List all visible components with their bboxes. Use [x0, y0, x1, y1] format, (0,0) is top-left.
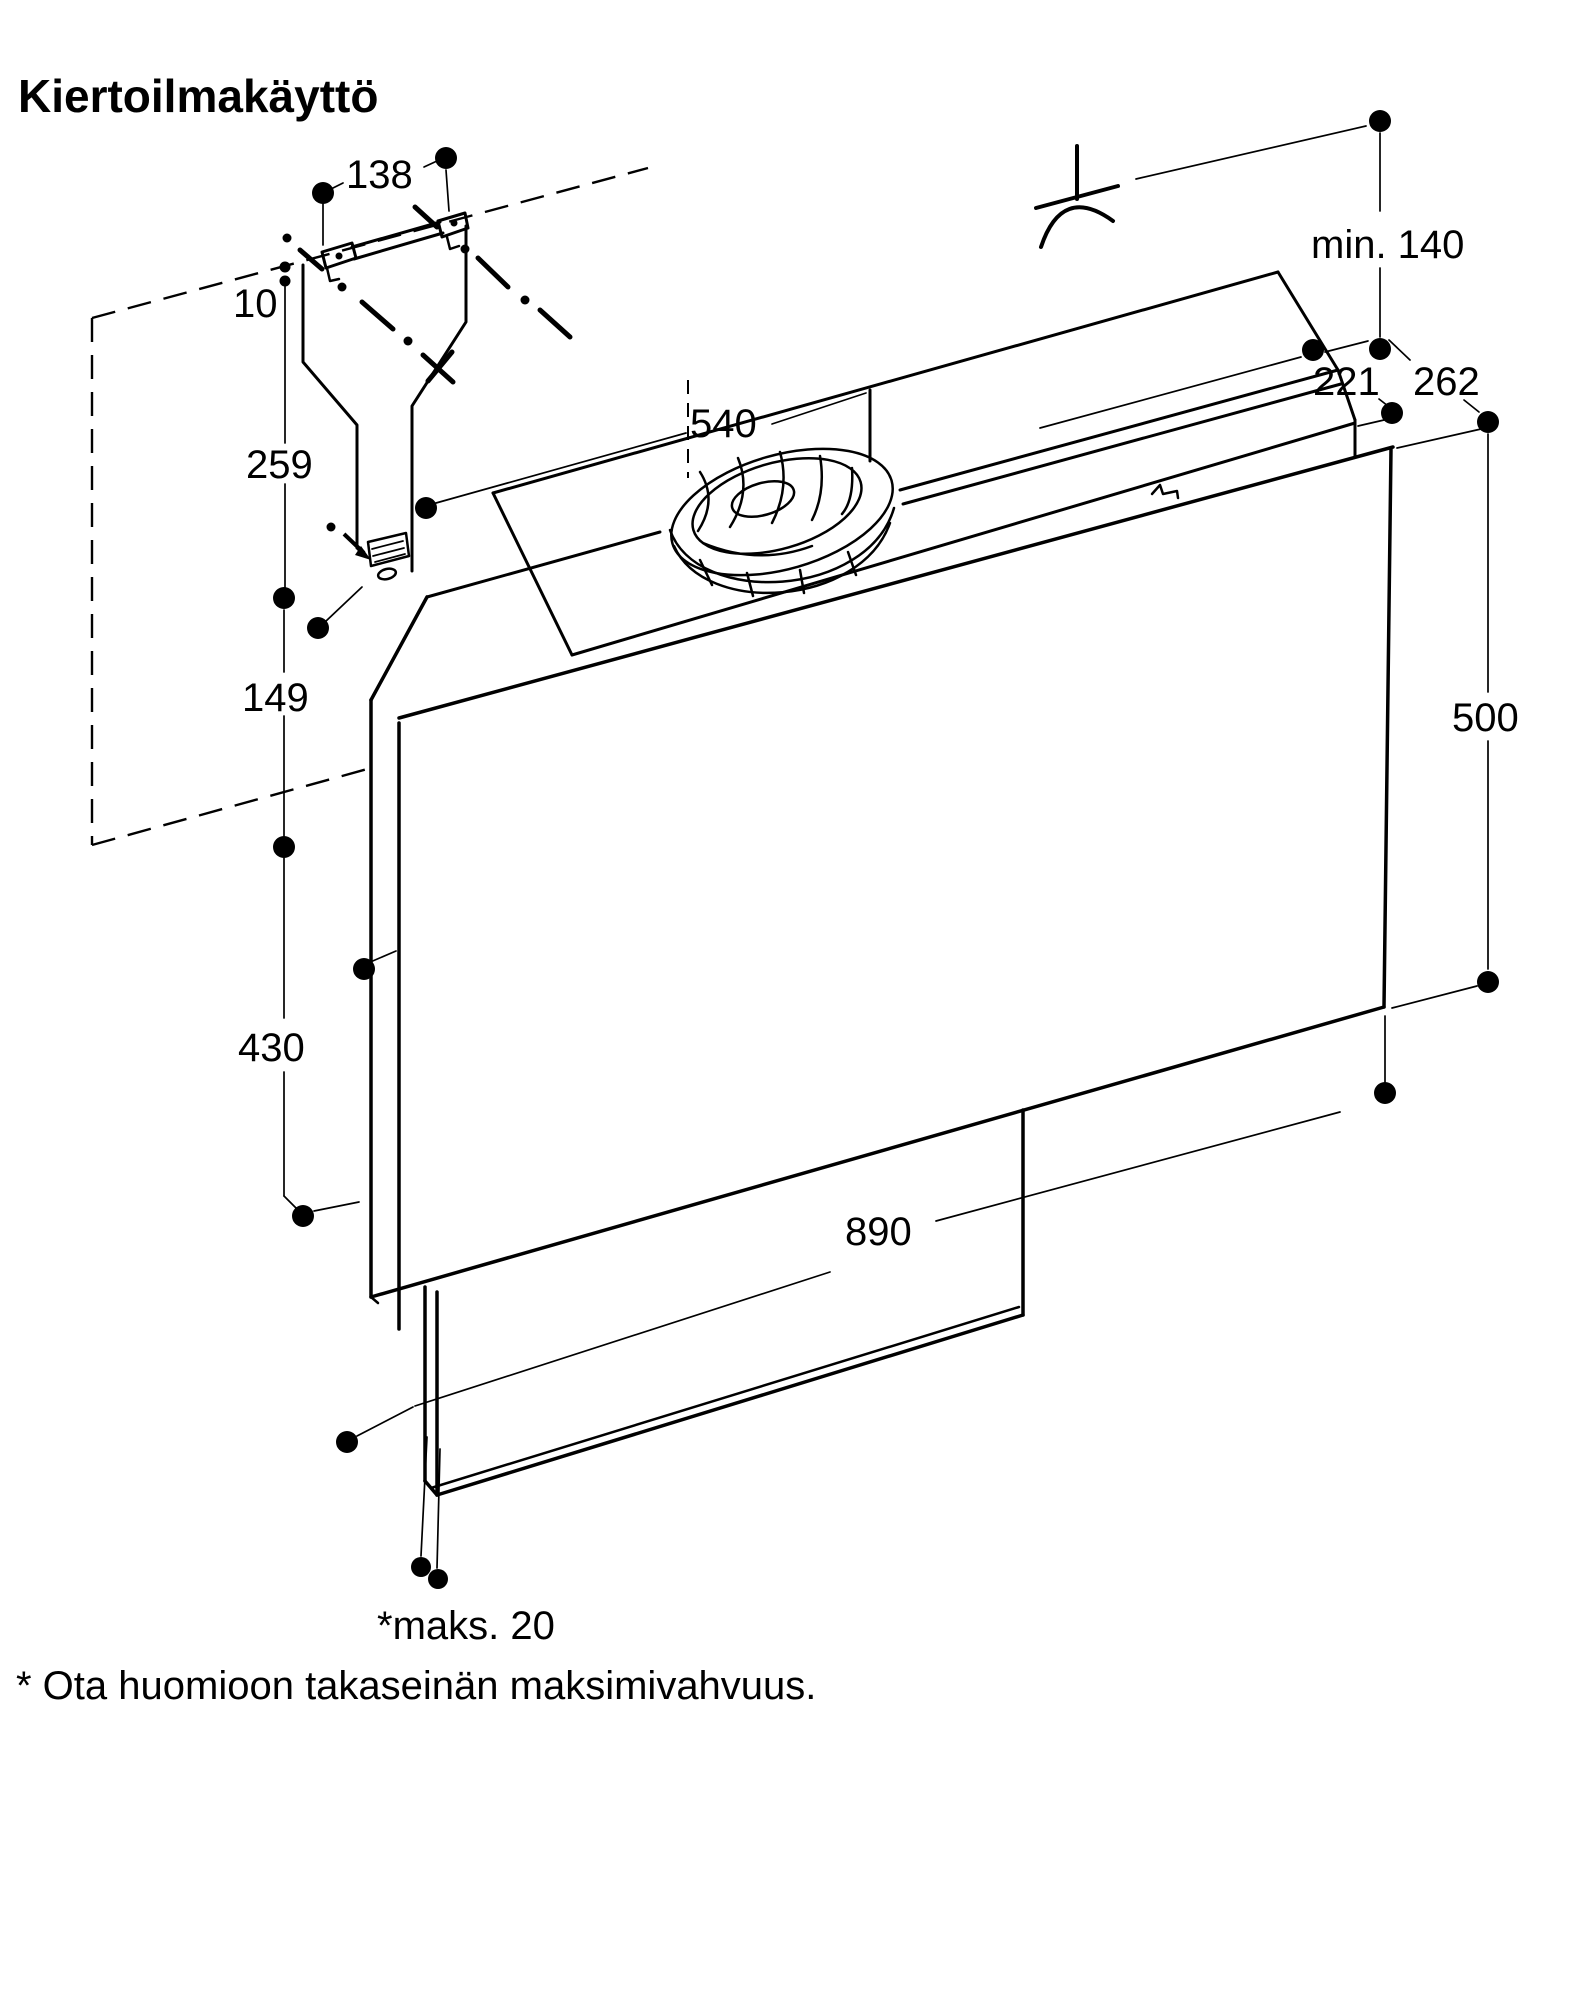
dim-221-label: 221: [1313, 360, 1380, 404]
dim-259: 259: [246, 282, 363, 639]
dim-221: 221: [1039, 339, 1403, 429]
screw-axis-lines: [282, 204, 573, 385]
dim-890: 890: [336, 1015, 1396, 1453]
dim-min140: min. 140: [1135, 110, 1464, 360]
dim-10: 10: [233, 261, 291, 326]
arrowhead-icon: [355, 546, 371, 560]
dim-430-label: 430: [238, 1026, 305, 1070]
dim-138: 138: [312, 147, 457, 246]
footnote: * Ota huomioon takaseinän maksimivahvuus…: [16, 1664, 816, 1708]
mounting-bracket: [301, 211, 470, 581]
dim-149-label: 149: [242, 676, 309, 720]
dim-149: 149: [242, 609, 309, 858]
dim-259-label: 259: [246, 443, 313, 487]
dim-maks20-label: *maks. 20: [377, 1604, 555, 1648]
dim-maks20: *maks. 20: [377, 1436, 555, 1648]
hood-body: [369, 270, 1357, 702]
dim-540-label: 540: [690, 402, 757, 446]
dim-430: 430: [238, 857, 397, 1227]
door-panel: [423, 1108, 1025, 1497]
dim-500-label: 500: [1452, 696, 1519, 740]
wall-outline: [90, 166, 649, 847]
dim-10-label: 10: [233, 282, 278, 326]
dim-138-label: 138: [346, 153, 413, 197]
fixing-plate-detail: [326, 522, 411, 581]
dim-min140-label: min. 140: [1311, 223, 1464, 267]
fan-impeller: [668, 447, 896, 598]
page-title: Kiertoilmakäyttö: [18, 70, 378, 122]
dim-890-label: 890: [845, 1210, 912, 1254]
dim-262-label: 262: [1413, 360, 1480, 404]
power-outlet-symbol: [1034, 144, 1120, 249]
dim-500: 500: [1391, 433, 1519, 1009]
dim-540: 540: [415, 380, 867, 519]
dim-262: 262: [1388, 339, 1499, 449]
front-panel: [369, 445, 1395, 1331]
